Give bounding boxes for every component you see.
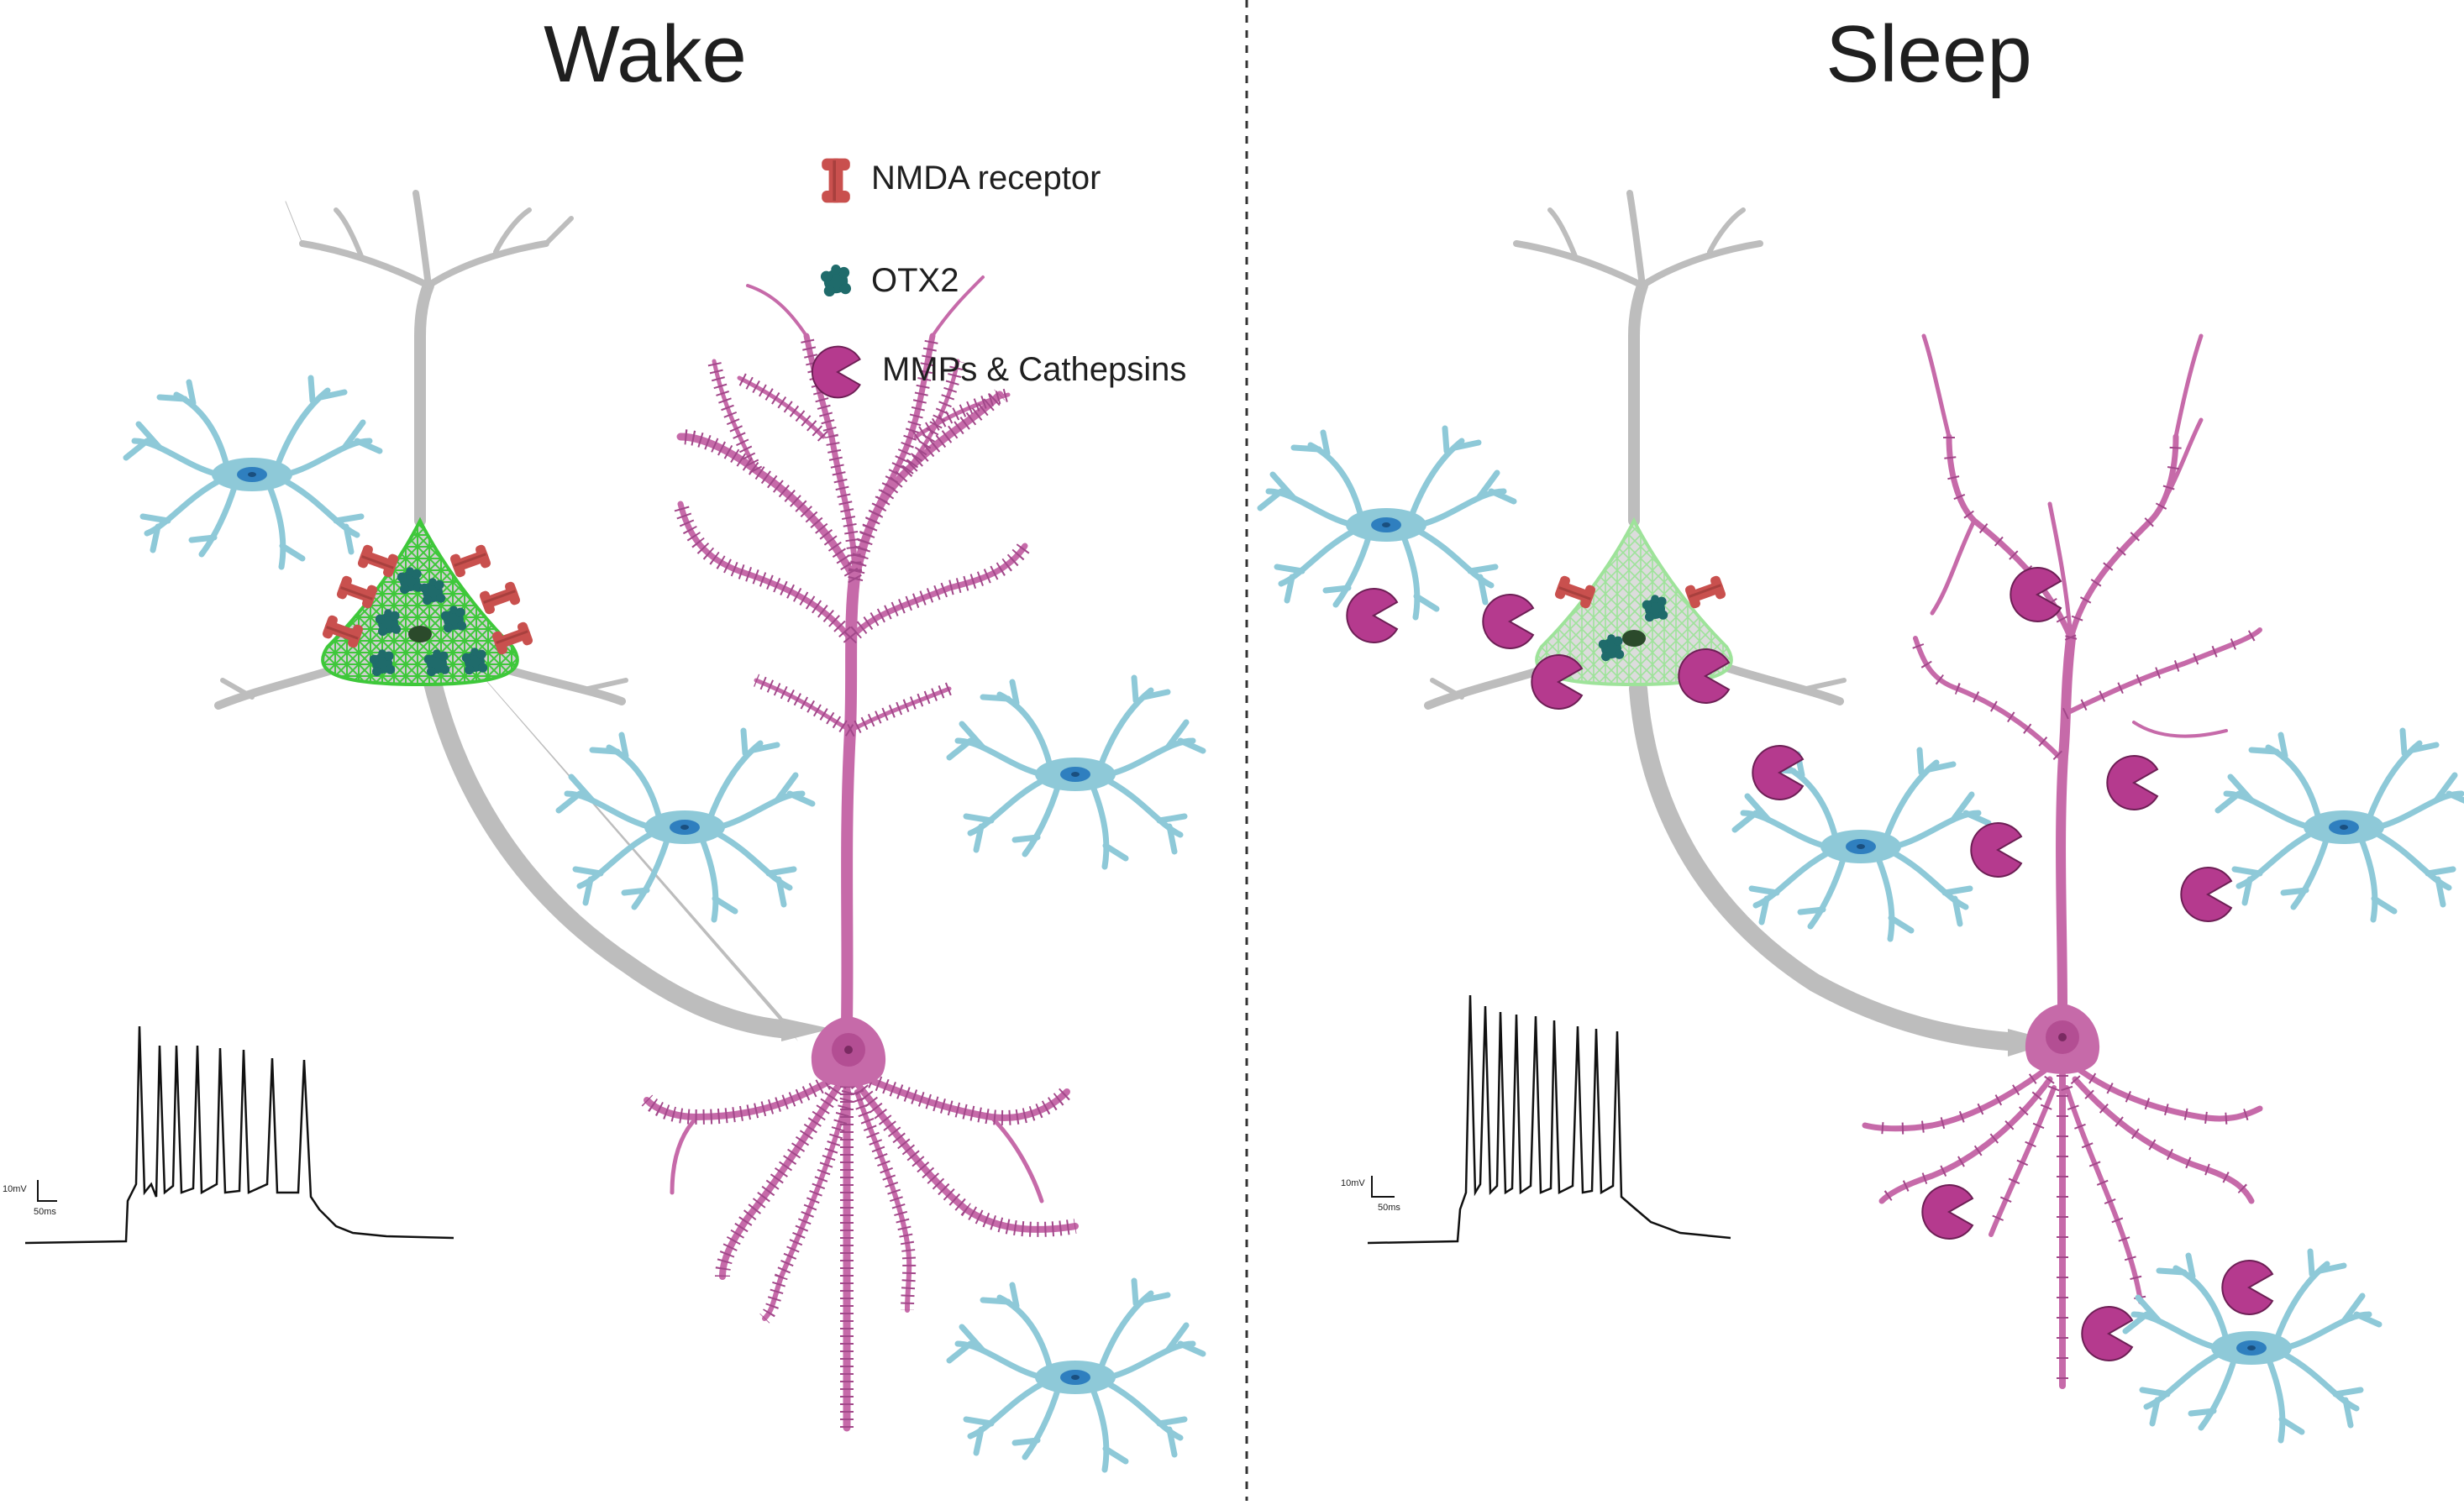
sleep-mmp bbox=[1482, 594, 1534, 649]
wake-firing-trace bbox=[24, 1025, 454, 1245]
sleep-firing-trace bbox=[1367, 994, 1731, 1245]
sleep-nmda-receptor bbox=[1684, 574, 1727, 610]
sleep-mmp bbox=[1921, 1184, 1973, 1240]
sleep-mmp bbox=[1678, 648, 1730, 704]
wake-synapse bbox=[781, 1018, 832, 1041]
wake-panel bbox=[24, 158, 1203, 1470]
sleep-scale-voltage-label: 10mV bbox=[1341, 1178, 1365, 1188]
wake-pv-nucleus bbox=[408, 626, 432, 642]
legend-otx2-icon bbox=[820, 265, 852, 297]
sleep-dendritic-spines bbox=[1863, 436, 2264, 1386]
sleep-pv-interneuron bbox=[1424, 190, 2017, 1051]
sleep-panel bbox=[1260, 190, 2464, 1440]
sleep-pyramidal-neuron bbox=[1862, 333, 2263, 1389]
sleep-mmp bbox=[2106, 755, 2158, 810]
wake-perineuronal-net bbox=[323, 521, 517, 684]
sleep-degraded-perineuronal-net bbox=[1537, 521, 1731, 684]
wake-nmda-receptor bbox=[335, 574, 379, 610]
wake-astrocyte bbox=[126, 378, 380, 567]
legend-nmda-receptor-label: NMDA receptor bbox=[871, 160, 1101, 197]
sleep-pv-nucleus bbox=[1622, 630, 1646, 647]
wake-astrocyte bbox=[949, 1281, 1203, 1470]
sleep-astrocyte bbox=[1260, 428, 1514, 617]
legend-nmda-receptor-icon bbox=[822, 158, 850, 203]
sleep-mmp bbox=[2180, 867, 2232, 922]
sleep-mmp bbox=[2221, 1260, 2273, 1315]
sleep-scale-bar bbox=[1371, 1176, 1395, 1198]
sleep-mmp bbox=[1346, 588, 1398, 643]
sleep-astrocyte bbox=[2218, 731, 2464, 920]
sleep-scale-time-label: 50ms bbox=[1378, 1203, 1400, 1213]
legend-otx2-label: OTX2 bbox=[871, 262, 959, 299]
wake-pyramidal-neuron bbox=[644, 275, 1079, 1432]
sleep-mmp bbox=[2010, 567, 2062, 622]
wake-nmda-receptor bbox=[356, 543, 400, 579]
sleep-mmp bbox=[1970, 822, 2022, 878]
legend-mmp-icon bbox=[811, 345, 861, 399]
wake-scale-time-label: 50ms bbox=[34, 1207, 56, 1217]
legend bbox=[811, 158, 861, 399]
sleep-panel-title: Sleep bbox=[1826, 9, 2032, 99]
wake-scale-bar bbox=[37, 1180, 57, 1202]
sleep-nmda-receptor bbox=[1553, 574, 1597, 610]
wake-scale-voltage-label: 10mV bbox=[3, 1184, 27, 1194]
wake-astrocyte bbox=[559, 731, 812, 920]
wake-nmda-receptor bbox=[449, 543, 492, 579]
wake-panel-title: Wake bbox=[544, 9, 747, 99]
wake-dendritic-spines bbox=[641, 334, 1077, 1428]
wake-pv-interneuron bbox=[214, 190, 791, 1038]
wake-astrocyte bbox=[949, 678, 1203, 867]
wake-nmda-receptor bbox=[478, 580, 522, 616]
legend-mmps-label: MMPs & Cathepsins bbox=[882, 351, 1187, 388]
